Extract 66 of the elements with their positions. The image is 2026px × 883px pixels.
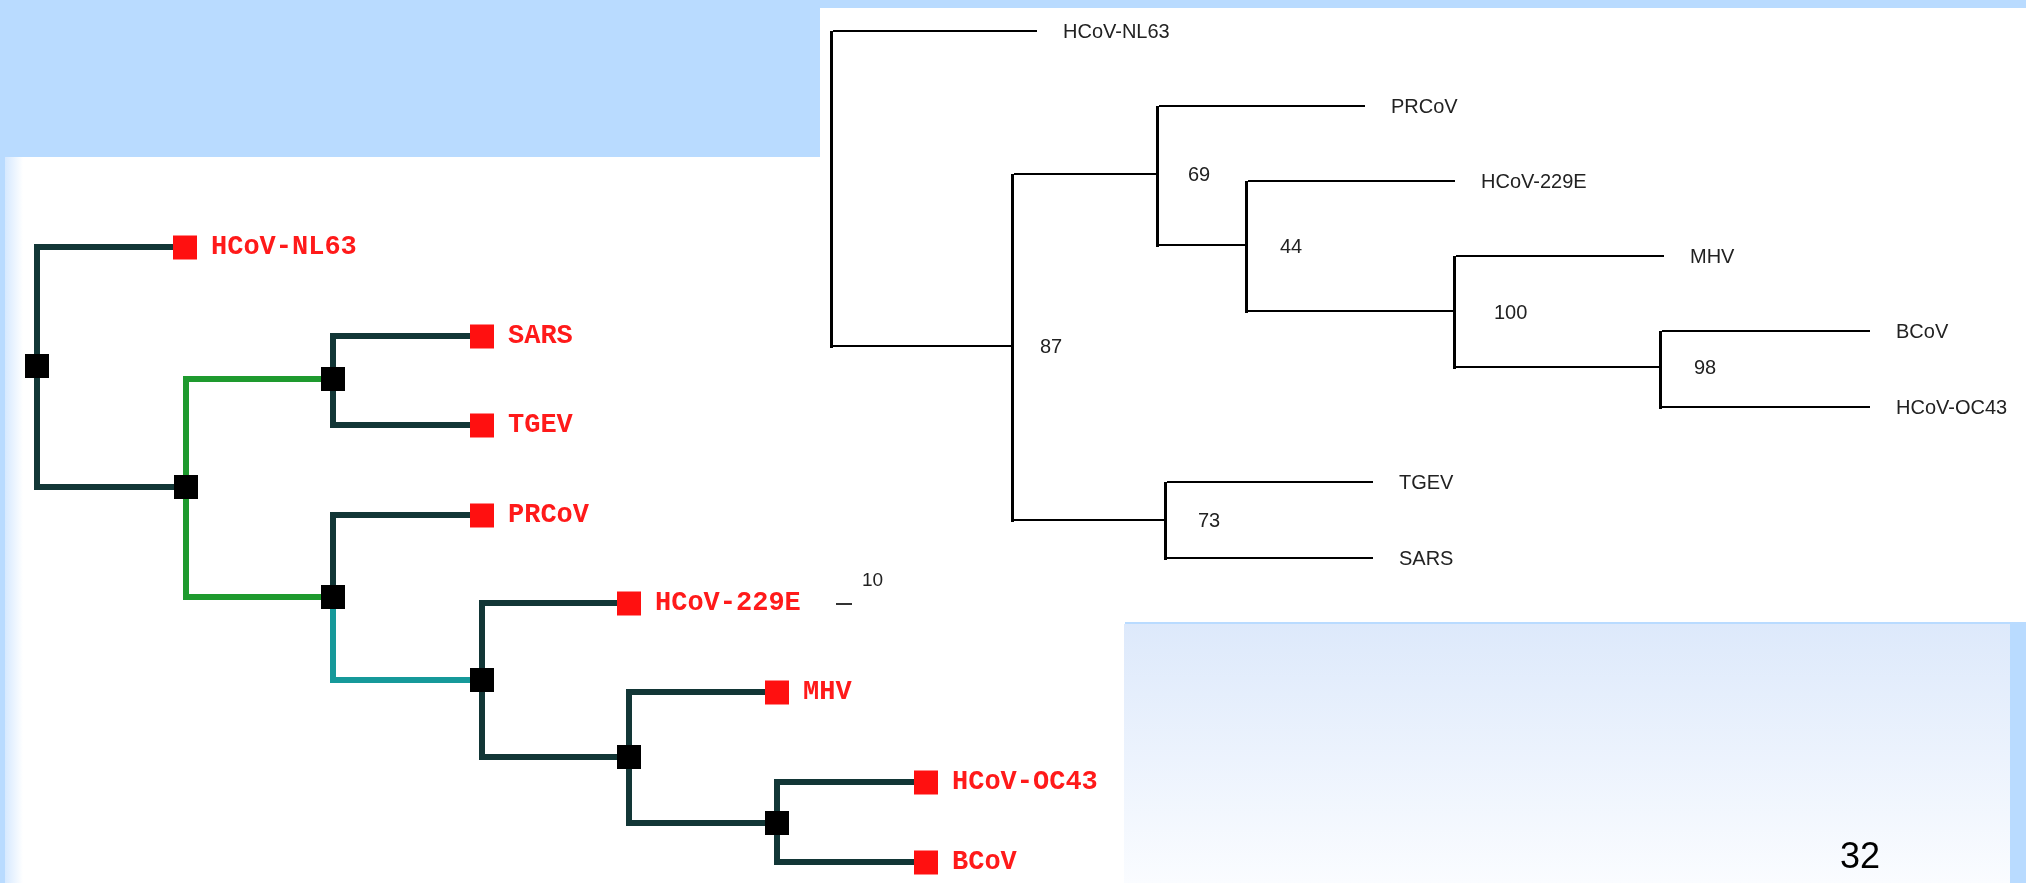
tree-branch [1158,244,1246,246]
branch-node-square [321,585,345,609]
branch-node-square [25,354,49,378]
taxon-label: HCoV-NL63 [211,233,357,261]
tree-branch [183,376,321,475]
branch-line [830,31,833,348]
taxon-label: TGEV [1373,472,1454,492]
taxon-label: BCoV [1870,321,1949,341]
tree-branch [1166,557,1374,559]
branch-node-square [470,668,494,692]
tree-branch [1247,180,1456,182]
branch-node-square [765,811,789,835]
taxon-label: PRCoV [1365,96,1458,116]
tree-branch [479,692,617,760]
bootstrap-value: 44 [1280,236,1303,256]
tree-branch [626,769,765,826]
tree-branch [1013,519,1165,521]
page-number: 32 [1840,838,1881,874]
tree-branch [1455,255,1665,257]
taxon-label: HCoV-229E [655,589,801,617]
branch-line [1011,174,1014,522]
branch-node-square [174,475,198,499]
tree-branch [1455,366,1660,368]
tree-branch [1661,406,1871,408]
tree-branch [1158,105,1366,107]
tree-branch [832,345,1012,347]
tree-branch [774,779,914,811]
bootstrap-value: 69 [1188,164,1211,184]
taxon-label: MHV [1664,246,1735,266]
taxon-label: PRCoV [508,501,589,529]
tree-branch [330,609,470,683]
taxon-label: HCoV-229E [1455,171,1587,191]
branch-line [1156,106,1159,247]
taxon-label: BCoV [952,848,1017,876]
tree-branch [832,30,1038,32]
tree-branch [626,689,765,745]
taxon-label: HCoV-OC43 [952,768,1098,796]
branch-line [1453,256,1456,369]
taxon-label: HCoV-OC43 [1870,397,2008,417]
bootstrap-value: 73 [1198,510,1221,530]
branch-node-square [617,745,641,769]
branch-line [1164,482,1167,560]
scale-label: 10 [862,570,884,589]
bootstrap-value: 98 [1694,357,1717,377]
branch-node-square [321,367,345,391]
taxon-label: MHV [803,678,852,706]
branch-line [1245,181,1248,313]
bootstrap-value: 100 [1494,302,1528,322]
tree-branch [183,499,321,600]
taxon-label: HCoV-NL63 [1037,21,1170,41]
tree-branch [1166,481,1374,483]
tree-branch [330,512,470,585]
tree-branch [34,378,174,490]
taxon-label: SARS [508,322,573,350]
tree-branch [330,333,470,367]
tree-branch [330,391,470,428]
tree-branch [1661,330,1871,332]
tree-branch [34,244,173,354]
tree-branch [1013,173,1157,175]
tree-branch [774,835,914,865]
taxon-label: SARS [1373,548,1454,568]
branch-line [1659,331,1662,409]
taxon-label: TGEV [508,411,573,439]
tree-branch [1247,310,1454,312]
tree-branch [479,600,617,668]
bootstrap-value: 87 [1040,336,1063,356]
